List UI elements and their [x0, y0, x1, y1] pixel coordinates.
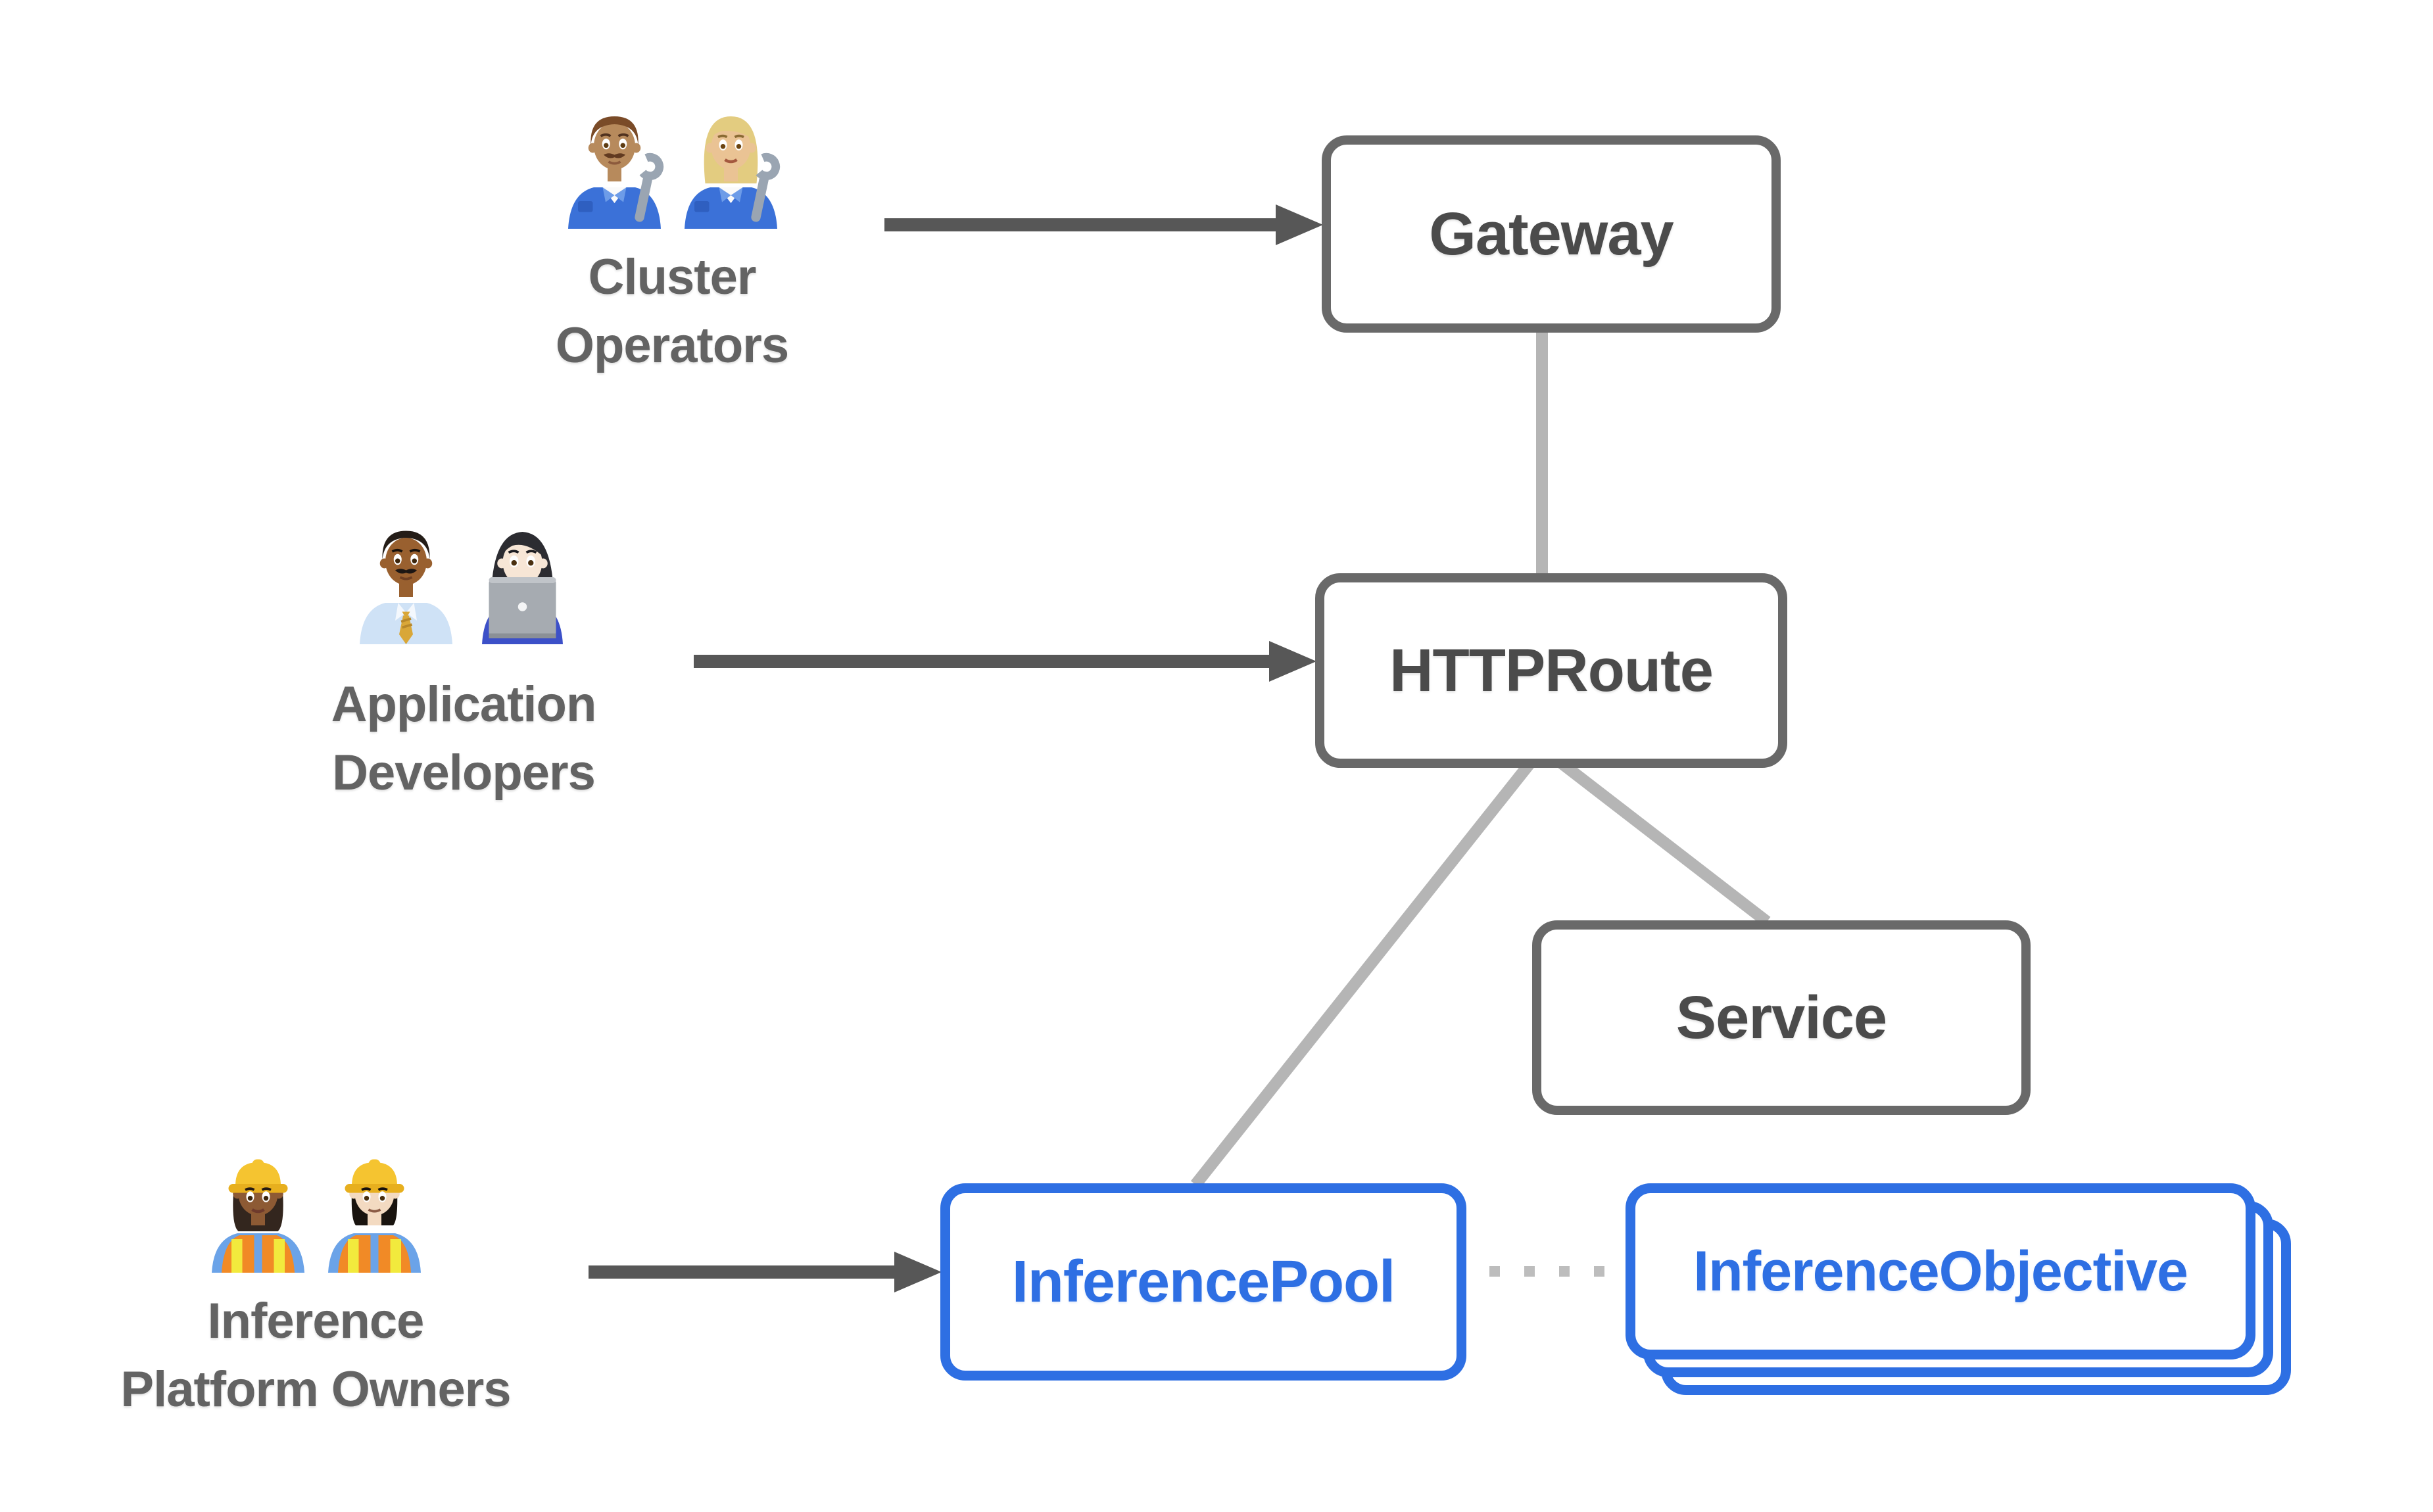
man-construction-worker-icon: [328, 1159, 421, 1273]
cluster-operators-label: Cluster Operators: [376, 243, 968, 380]
inference-platform-owners-emoji-group: [204, 1154, 429, 1273]
woman-construction-worker-icon: [212, 1159, 304, 1273]
hard-hat-icon: [345, 1159, 404, 1193]
service-node: Service: [1532, 920, 2031, 1115]
arrow-inference-platform-owners-to-inferencepool: [589, 1252, 942, 1292]
inferenceobjective-node: InferenceObjective: [1626, 1183, 2255, 1359]
inferencepool-node: InferencePool: [940, 1183, 1466, 1381]
edge-httproute-inferencepool: [1190, 744, 1547, 1189]
cluster-operators-emoji-group: [560, 110, 785, 229]
edge-httproute-service: [1538, 743, 1771, 927]
man-office-worker-icon: [360, 531, 452, 644]
inferenceobjective-node-stack: InferenceObjective: [1626, 1183, 2291, 1395]
laptop-icon: [489, 577, 556, 638]
cluster-operators-label-line2: Operators: [555, 318, 789, 373]
woman-technologist-icon: [482, 532, 563, 644]
arrow-application-developers-to-httproute: [694, 641, 1316, 682]
inferenceobjective-node-label: InferenceObjective: [1693, 1239, 2188, 1303]
httproute-node: HTTPRoute: [1315, 573, 1787, 768]
hard-hat-icon: [228, 1159, 288, 1193]
cluster-operators-label-line1: Cluster: [588, 249, 757, 305]
gateway-node-label: Gateway: [1429, 200, 1674, 268]
inference-platform-owners-label: Inference Platform Owners: [20, 1287, 612, 1424]
httproute-node-label: HTTPRoute: [1389, 636, 1714, 704]
inference-platform-owners-label-line2: Platform Owners: [120, 1361, 511, 1417]
inferencepool-node-label: InferencePool: [1011, 1248, 1395, 1315]
man-mechanic-icon: [568, 116, 664, 229]
inference-platform-owners-label-line1: Inference: [207, 1293, 425, 1349]
wrench-icon: [751, 153, 781, 222]
gateway-node: Gateway: [1322, 135, 1781, 333]
arrow-cluster-operators-to-gateway: [884, 204, 1323, 245]
woman-mechanic-icon: [685, 116, 781, 229]
application-developers-emoji-group: [352, 526, 577, 644]
application-developers-label-line2: Developers: [332, 745, 596, 801]
application-developers-label-line1: Application: [331, 676, 597, 732]
application-developers-label: Application Developers: [168, 671, 759, 807]
service-node-label: Service: [1675, 983, 1887, 1051]
